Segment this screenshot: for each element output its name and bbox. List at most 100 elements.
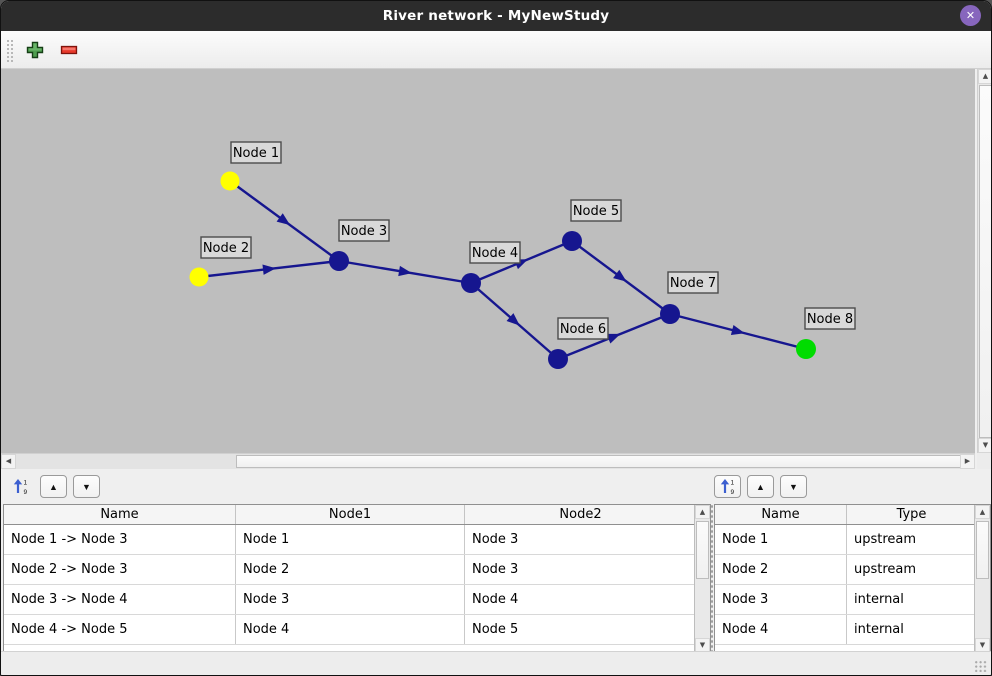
close-button[interactable]: ✕ (960, 5, 981, 26)
column-header[interactable]: Type (896, 507, 927, 522)
svg-text:9: 9 (731, 489, 735, 495)
table-cell[interactable]: Node 5 (472, 622, 519, 637)
table-row[interactable]: Node 3 internal (715, 585, 990, 615)
statusbar (1, 651, 991, 675)
canvas-vscroll-thumb[interactable] (979, 85, 991, 438)
node-label-box (570, 199, 622, 222)
column-header[interactable]: Node2 (559, 507, 602, 522)
table-cell[interactable]: internal (854, 622, 904, 637)
edge-arrow-icon (730, 324, 745, 336)
panel-splitter-handle[interactable] (709, 504, 713, 653)
node-label-box (230, 141, 282, 164)
arrow-up-icon: ▲ (756, 481, 765, 492)
scroll-up-button[interactable]: ▲ (975, 505, 990, 519)
move-up-button[interactable]: ▲ (747, 475, 774, 498)
graph-node[interactable] (189, 267, 209, 287)
scroll-down-button[interactable]: ▼ (975, 638, 990, 652)
column-header[interactable]: Name (4, 505, 236, 524)
table-header-row: Name Type (715, 505, 990, 525)
scroll-thumb[interactable] (696, 521, 709, 579)
table-cell[interactable]: Node 4 (236, 615, 465, 644)
table-cell[interactable]: Node 3 (472, 562, 519, 577)
arrow-down-icon: ▼ (982, 441, 989, 449)
table-cell[interactable]: Node 2 -> Node 3 (4, 555, 236, 584)
arrow-down-icon: ▼ (82, 481, 91, 492)
table-cell[interactable]: Node 1 -> Node 3 (4, 525, 236, 554)
graph-node[interactable] (796, 339, 816, 359)
sort-icon: 1 9 (720, 478, 735, 495)
table-cell[interactable]: Node 4 -> Node 5 (4, 615, 236, 644)
scrollbar-corner (977, 453, 991, 469)
toolbar (1, 31, 991, 69)
canvas-hscrollbar[interactable]: ◀ ▶ (1, 453, 975, 469)
table-row[interactable]: Node 1 upstream (715, 525, 990, 555)
table-cell[interactable]: Node 3 -> Node 4 (4, 585, 236, 614)
move-up-button[interactable]: ▲ (40, 475, 67, 498)
graph-node[interactable] (562, 231, 582, 251)
window-resize-grip[interactable] (974, 660, 987, 672)
scroll-down-button[interactable]: ▼ (695, 638, 710, 652)
table-cell[interactable]: Node 1 (715, 525, 847, 554)
toolbar-grip-handle[interactable] (5, 37, 13, 62)
scroll-thumb[interactable] (976, 521, 989, 579)
scroll-right-button[interactable]: ▶ (960, 454, 975, 469)
table-row[interactable]: Node 4 internal (715, 615, 990, 645)
table-cell[interactable]: Node 4 (472, 592, 519, 607)
table-cell[interactable]: internal (854, 592, 904, 607)
table-row[interactable]: Node 2 upstream (715, 555, 990, 585)
nodes-table-vscrollbar[interactable]: ▲ ▼ (974, 505, 990, 652)
scroll-up-button[interactable]: ▲ (978, 69, 991, 84)
sort-nodes-button[interactable]: 1 9 (714, 475, 741, 498)
graph-node[interactable] (220, 171, 240, 191)
table-cell[interactable]: Node 2 (715, 555, 847, 584)
graph-node[interactable] (329, 251, 349, 271)
canvas-vscrollbar[interactable]: ▲ ▼ (977, 69, 991, 453)
nodes-toolbar: 1 9 ▲ ▼ (714, 475, 807, 498)
add-node-button[interactable] (21, 36, 49, 64)
node-label: Node 3 (341, 224, 387, 239)
svg-text:9: 9 (24, 489, 28, 495)
graph-node[interactable] (548, 349, 568, 369)
remove-node-button[interactable] (55, 36, 83, 64)
move-down-button[interactable]: ▼ (73, 475, 100, 498)
table-cell[interactable]: Node 3 (236, 585, 465, 614)
canvas-hscroll-thumb[interactable] (236, 455, 961, 468)
column-header[interactable]: Node1 (236, 505, 465, 524)
column-header[interactable]: Name (715, 505, 847, 524)
graph-node[interactable] (660, 304, 680, 324)
arrow-up-icon: ▲ (49, 481, 58, 492)
move-down-button[interactable]: ▼ (780, 475, 807, 498)
scroll-down-button[interactable]: ▼ (978, 438, 991, 453)
edge-arrow-icon (606, 333, 621, 344)
titlebar[interactable]: River network - MyNewStudy ✕ (1, 1, 991, 31)
arrow-left-icon: ◀ (5, 457, 12, 465)
table-cell[interactable]: upstream (854, 532, 917, 547)
sort-reaches-button[interactable]: 1 9 (7, 475, 34, 498)
table-cell[interactable]: upstream (854, 562, 917, 577)
table-cell[interactable]: Node 1 (236, 525, 465, 554)
node-label-box (469, 241, 521, 264)
table-cell[interactable]: Node 4 (715, 615, 847, 644)
sort-icon: 1 9 (13, 478, 28, 495)
graph-node[interactable] (461, 273, 481, 293)
minus-icon (60, 45, 78, 54)
edge-arrow-icon (506, 313, 520, 326)
reaches-table-vscrollbar[interactable]: ▲ ▼ (694, 505, 710, 652)
node-label: Node 6 (560, 322, 606, 337)
scroll-left-button[interactable]: ◀ (1, 454, 16, 469)
node-label: Node 4 (472, 246, 518, 261)
window-title: River network - MyNewStudy (382, 8, 610, 24)
node-label: Node 8 (807, 312, 853, 327)
scroll-up-button[interactable]: ▲ (695, 505, 710, 519)
table-cell[interactable]: Node 3 (715, 585, 847, 614)
table-cell[interactable]: Node 3 (472, 532, 519, 547)
svg-text:1: 1 (731, 479, 735, 486)
table-cell[interactable]: Node 2 (236, 555, 465, 584)
arrow-down-icon: ▼ (789, 481, 798, 492)
